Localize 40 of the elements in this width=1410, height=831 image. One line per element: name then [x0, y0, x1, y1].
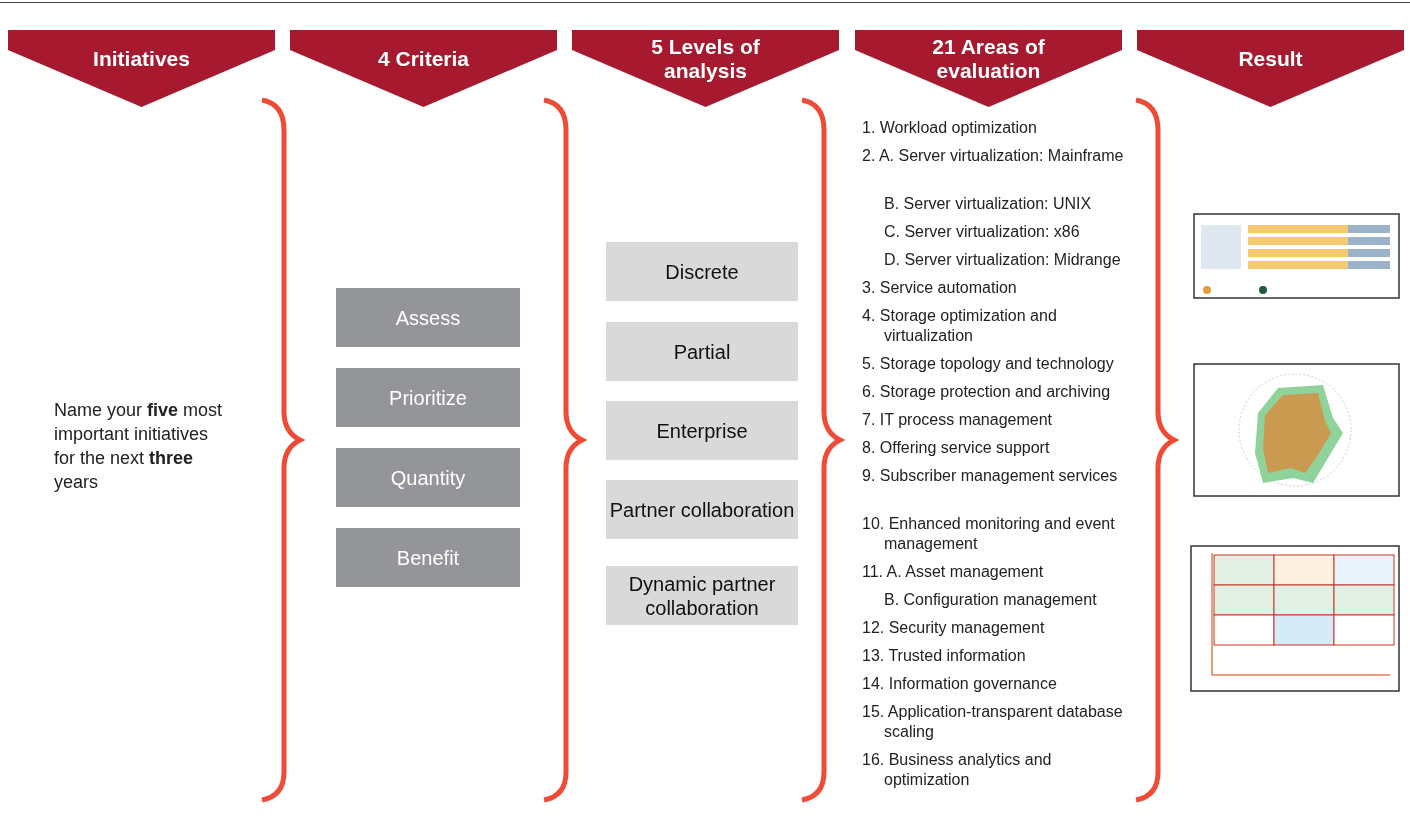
list-item: 5. Storage topology and technology: [862, 354, 1115, 374]
header-text: 21 Areas of evaluation: [931, 34, 1046, 84]
header-text: Initiatives: [92, 46, 191, 72]
chevron-header: [290, 30, 557, 107]
level-box: Enterprise: [606, 401, 798, 460]
criteria-box: Quantity: [336, 448, 520, 507]
chevron-header: [572, 30, 839, 107]
list-item: 9. Subscriber management services: [862, 466, 1119, 486]
instruction-text: Name your five most important initiatives for the next three years: [54, 399, 224, 494]
header-text: 4 Criteria: [376, 46, 470, 72]
level-box: Dynamic partner collaboration: [606, 566, 798, 625]
list-item: 1. Workload optimization: [862, 118, 1038, 138]
criteria-box: Benefit: [336, 528, 520, 587]
list-item: 3. Service automation: [862, 278, 1018, 298]
list-item: 11. A. Asset management: [862, 562, 1045, 582]
list-item: B. Configuration management: [884, 590, 1098, 610]
list-item: 16. Business analytics and optimization: [862, 750, 1053, 790]
level-box: Partner collaboration: [606, 480, 798, 539]
list-item: 13. Trusted information: [862, 646, 1027, 666]
list-item: B. Server virtualization: UNIX: [884, 194, 1093, 214]
list-item: 6. Storage protection and archiving: [862, 382, 1112, 402]
list-item: 14. Information governance: [862, 674, 1058, 694]
list-item: 12. Security management: [862, 618, 1046, 638]
chevron-header: [1137, 30, 1404, 107]
list-item: 10. Enhanced monitoring and event management: [862, 514, 1116, 554]
criteria-box: Prioritize: [336, 368, 520, 427]
level-box: Partial: [606, 322, 798, 381]
list-item: 2. A. Server virtualization: Mainframe: [862, 146, 1124, 166]
chevron-header: [855, 30, 1122, 107]
header-text: 5 Levels of analysis: [650, 34, 761, 84]
criteria-box: Assess: [336, 288, 520, 347]
header-text: Result: [1237, 46, 1304, 72]
list-item: C. Server virtualization: x86: [884, 222, 1081, 242]
list-item: 8. Offering service support: [862, 438, 1051, 458]
level-box: Discrete: [606, 242, 798, 301]
list-item: 7. IT process management: [862, 410, 1054, 430]
chevron-header: [8, 30, 275, 107]
list-item: 4. Storage optimization and virtualization: [862, 306, 1058, 346]
list-item: 15. Application-transparent database scaling: [862, 702, 1124, 742]
list-item: D. Server virtualization: Midrange: [884, 250, 1122, 270]
